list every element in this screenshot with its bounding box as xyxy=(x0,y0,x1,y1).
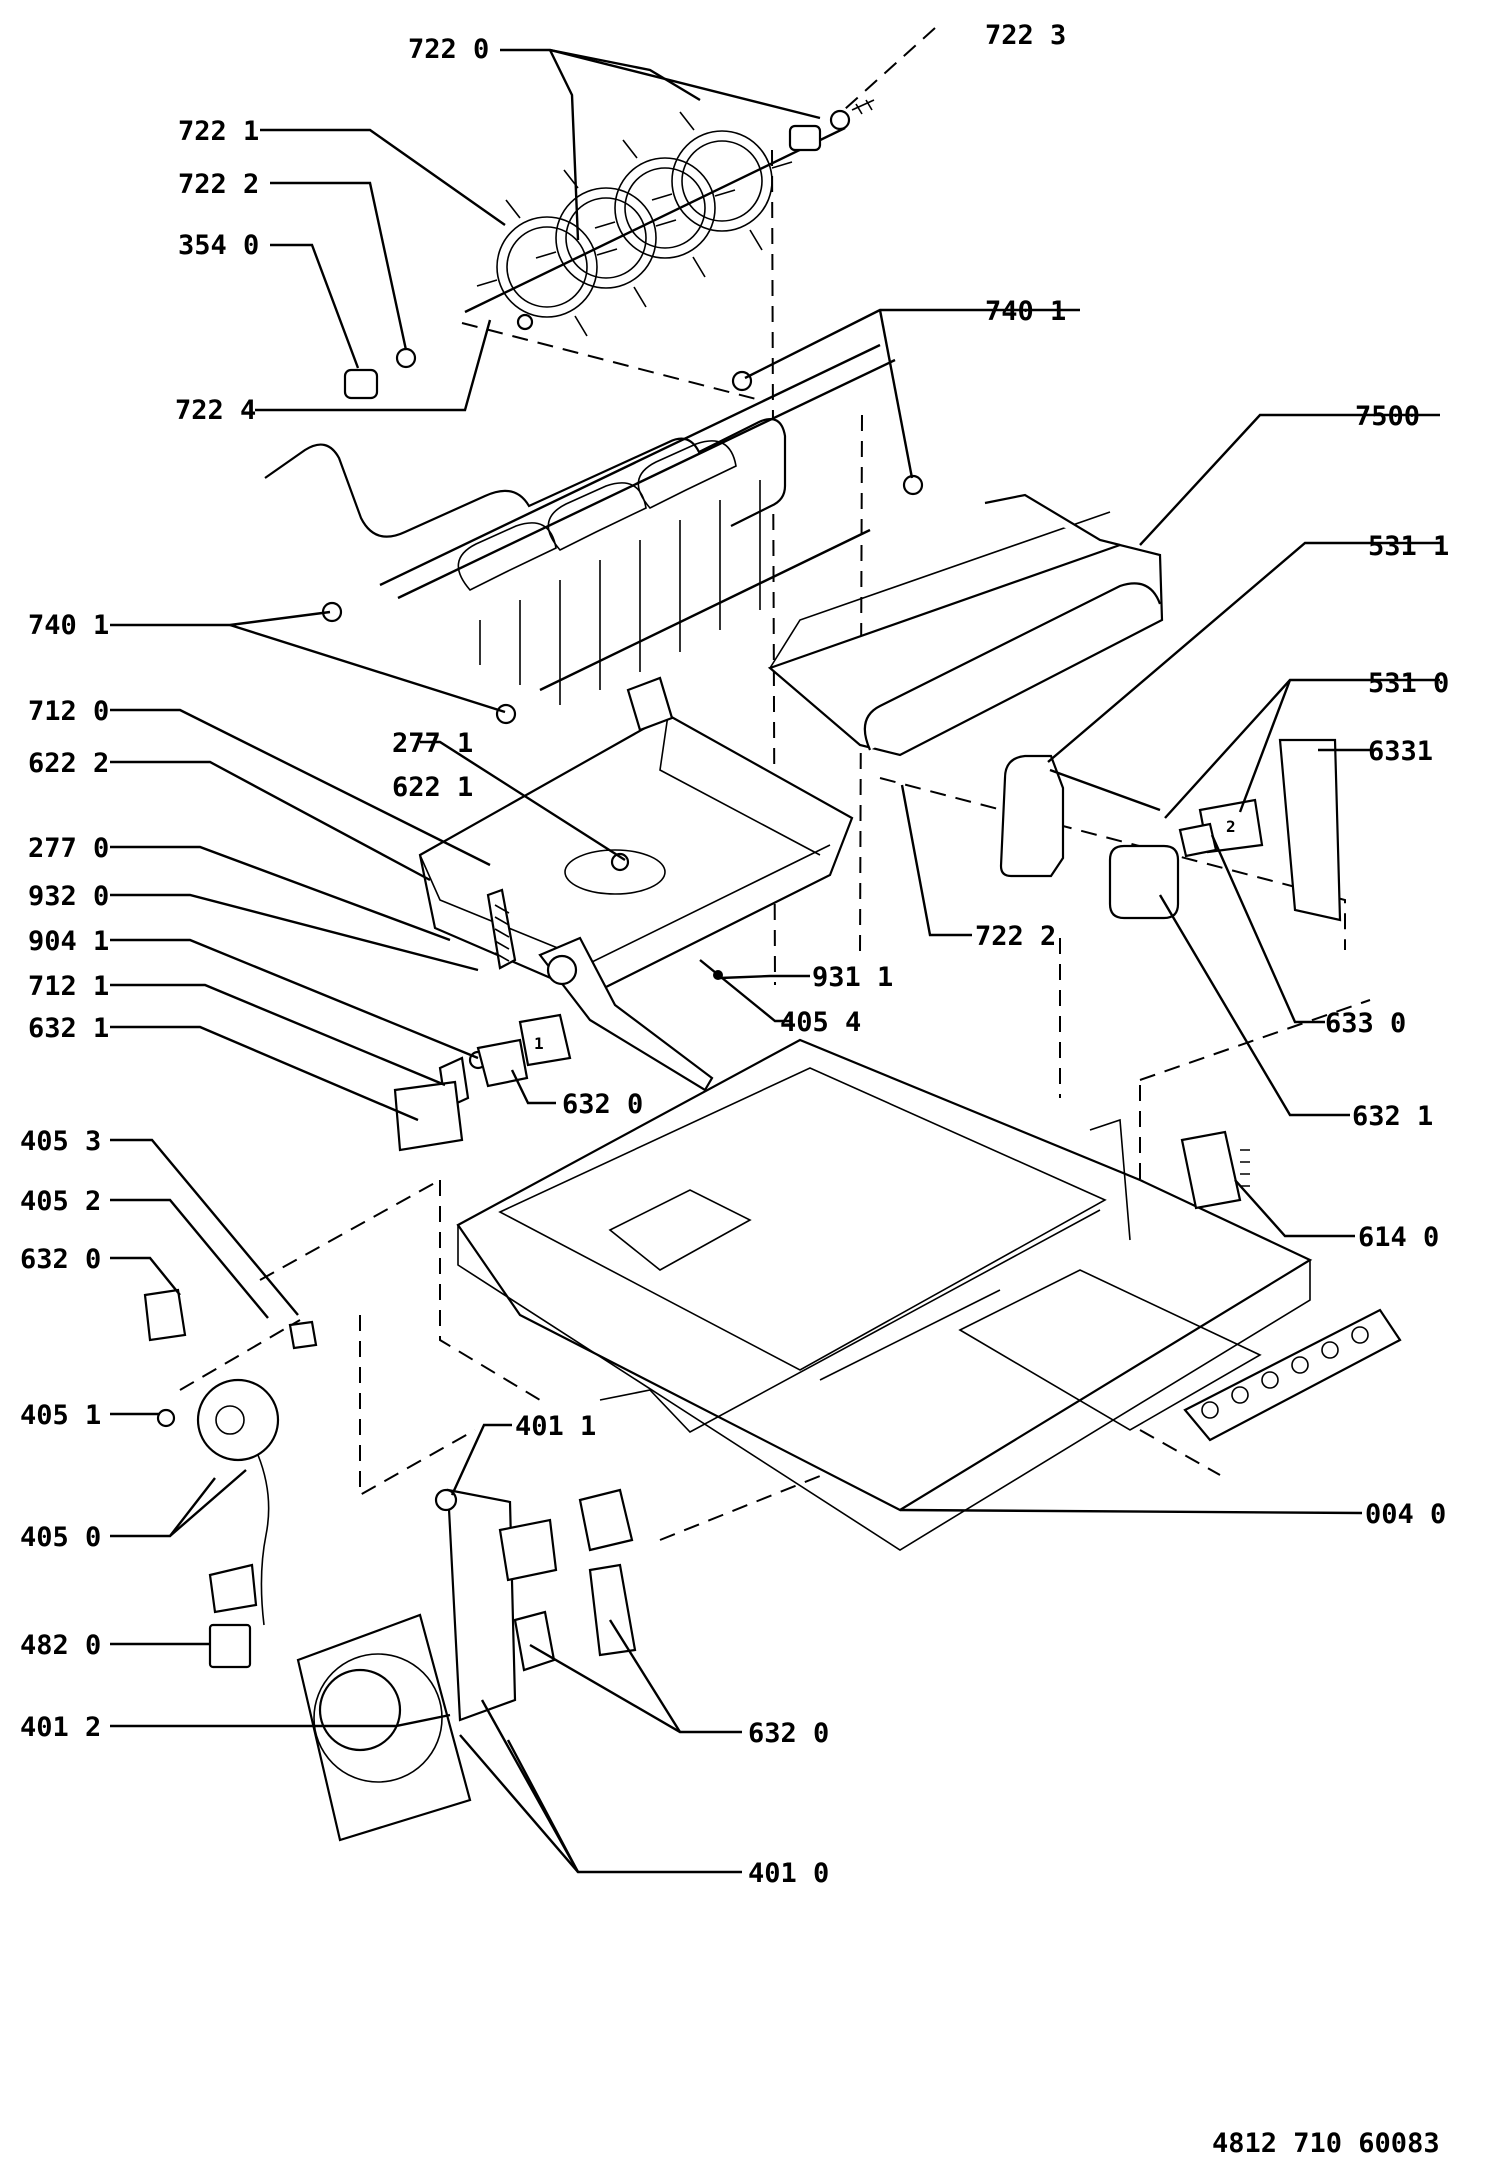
callout-labels: 722 0 722 3 722 1 722 2 354 0 740 1 722 … xyxy=(20,20,1449,1889)
callout-401-2: 401 2 xyxy=(20,1712,101,1743)
callout-904-1: 904 1 xyxy=(28,926,109,957)
water-valve-motor xyxy=(143,1288,318,1669)
callout-632-1-right: 632 1 xyxy=(1352,1101,1433,1132)
relay-614 xyxy=(1180,1130,1250,1210)
switch-number-2: 2 xyxy=(1226,817,1236,836)
callout-633-0: 633 0 xyxy=(1325,1008,1406,1039)
callout-722-0: 722 0 xyxy=(408,34,489,65)
callout-931-1: 931 1 xyxy=(812,962,893,993)
callout-712-0: 712 0 xyxy=(28,696,109,727)
callout-405-3: 405 3 xyxy=(20,1126,101,1157)
ice-shelf xyxy=(767,493,1164,757)
callout-750-0: 7500 xyxy=(1355,401,1420,432)
callout-632-0-lower: 632 0 xyxy=(748,1718,829,1749)
callout-722-2-top: 722 2 xyxy=(178,169,259,200)
callout-004-0: 004 0 xyxy=(1365,1499,1446,1530)
callout-633-1: 6331 xyxy=(1368,736,1433,767)
callout-531-1: 531 1 xyxy=(1368,531,1449,562)
callout-354-0: 354 0 xyxy=(178,230,259,261)
terminal-strip xyxy=(1183,1308,1402,1442)
callout-277-1: 277 1 xyxy=(392,728,473,759)
callout-722-4: 722 4 xyxy=(175,395,256,426)
timer-assembly xyxy=(296,1488,637,1842)
callout-722-2-mid: 722 2 xyxy=(975,921,1056,952)
callout-277-0: 277 0 xyxy=(28,833,109,864)
callout-405-2: 405 2 xyxy=(20,1186,101,1217)
callout-722-1: 722 1 xyxy=(178,116,259,147)
callout-932-0: 932 0 xyxy=(28,881,109,912)
callout-531-0: 531 0 xyxy=(1368,668,1449,699)
callout-405-1: 405 1 xyxy=(20,1400,101,1431)
base-housing xyxy=(456,1038,1313,1551)
callout-401-1: 401 1 xyxy=(515,1411,596,1442)
callout-632-0-left: 632 0 xyxy=(20,1244,101,1275)
right-components: 2 xyxy=(999,738,1342,922)
switch-number-1: 1 xyxy=(534,1034,544,1053)
callout-622-2: 622 2 xyxy=(28,748,109,779)
ice-mould xyxy=(418,676,854,1092)
callout-405-4: 405 4 xyxy=(780,1007,861,1038)
callout-740-1-left: 740 1 xyxy=(28,610,109,641)
callout-722-3: 722 3 xyxy=(985,20,1066,51)
callout-614-0: 614 0 xyxy=(1358,1222,1439,1253)
ice-ejector-assembly xyxy=(343,99,875,400)
callout-622-1: 622 1 xyxy=(392,772,473,803)
callout-632-1-left: 632 1 xyxy=(28,1013,109,1044)
document-number: 4812 710 60083 xyxy=(1212,2128,1440,2159)
callout-405-0: 405 0 xyxy=(20,1522,101,1553)
leader-lines xyxy=(110,48,1440,1874)
callout-712-1: 712 1 xyxy=(28,971,109,1002)
callout-401-0: 401 0 xyxy=(748,1858,829,1889)
callout-482-0: 482 0 xyxy=(20,1630,101,1661)
callout-740-1-top: 740 1 xyxy=(985,296,1066,327)
callout-632-0-mid: 632 0 xyxy=(562,1089,643,1120)
